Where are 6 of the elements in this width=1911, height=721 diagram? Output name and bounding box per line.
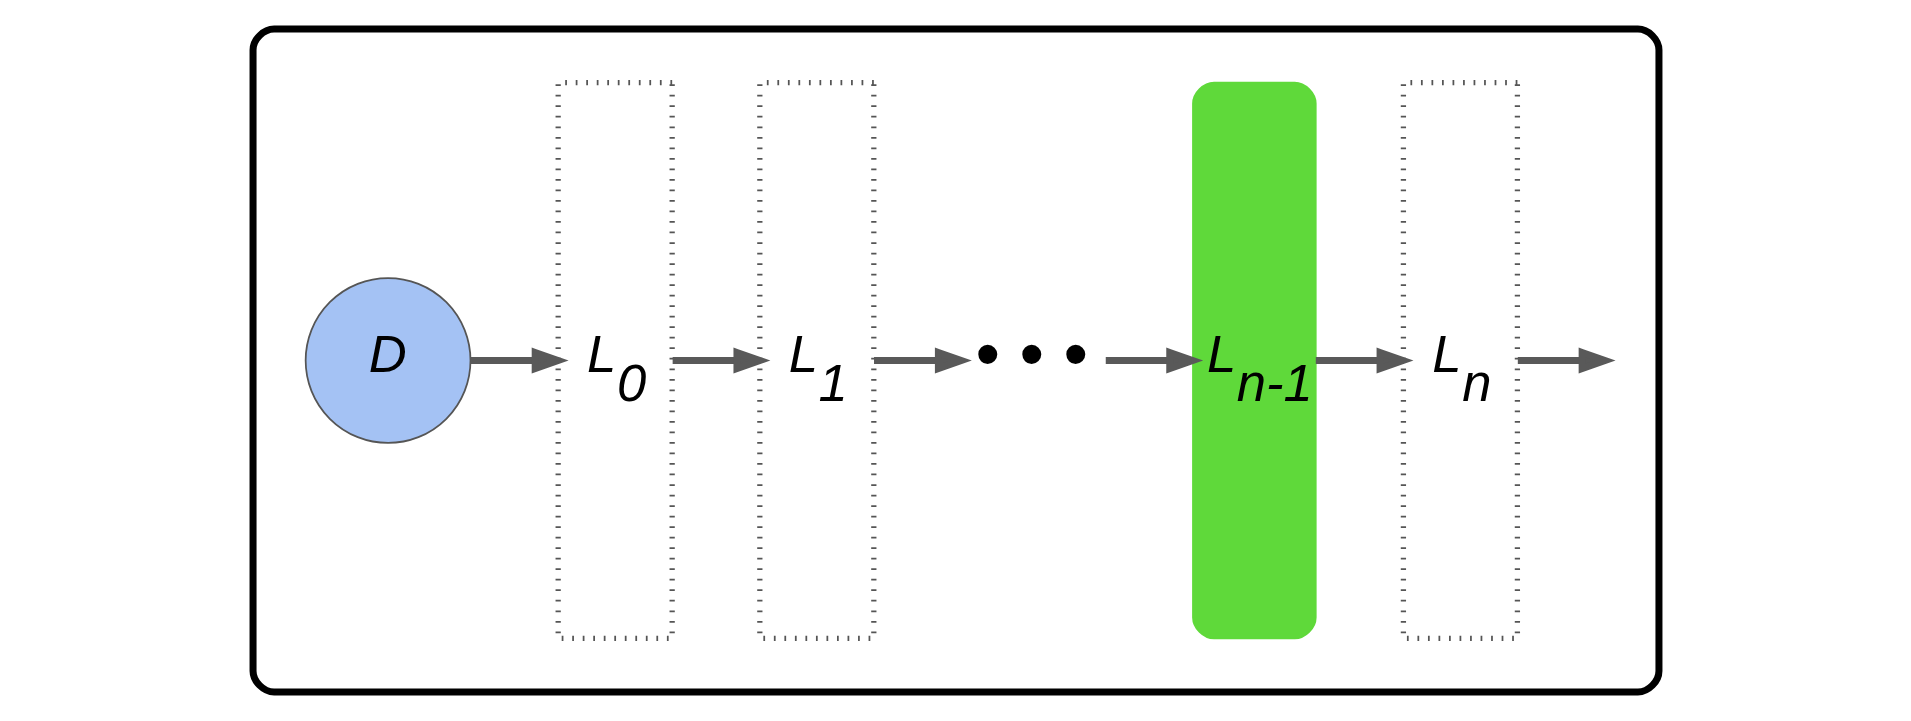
node-text: • • • xyxy=(975,315,1088,394)
arrow xyxy=(873,347,972,374)
cluster xyxy=(249,25,1662,696)
arrow xyxy=(470,347,569,374)
node-circle: D xyxy=(304,277,471,444)
arrow xyxy=(1315,347,1413,374)
